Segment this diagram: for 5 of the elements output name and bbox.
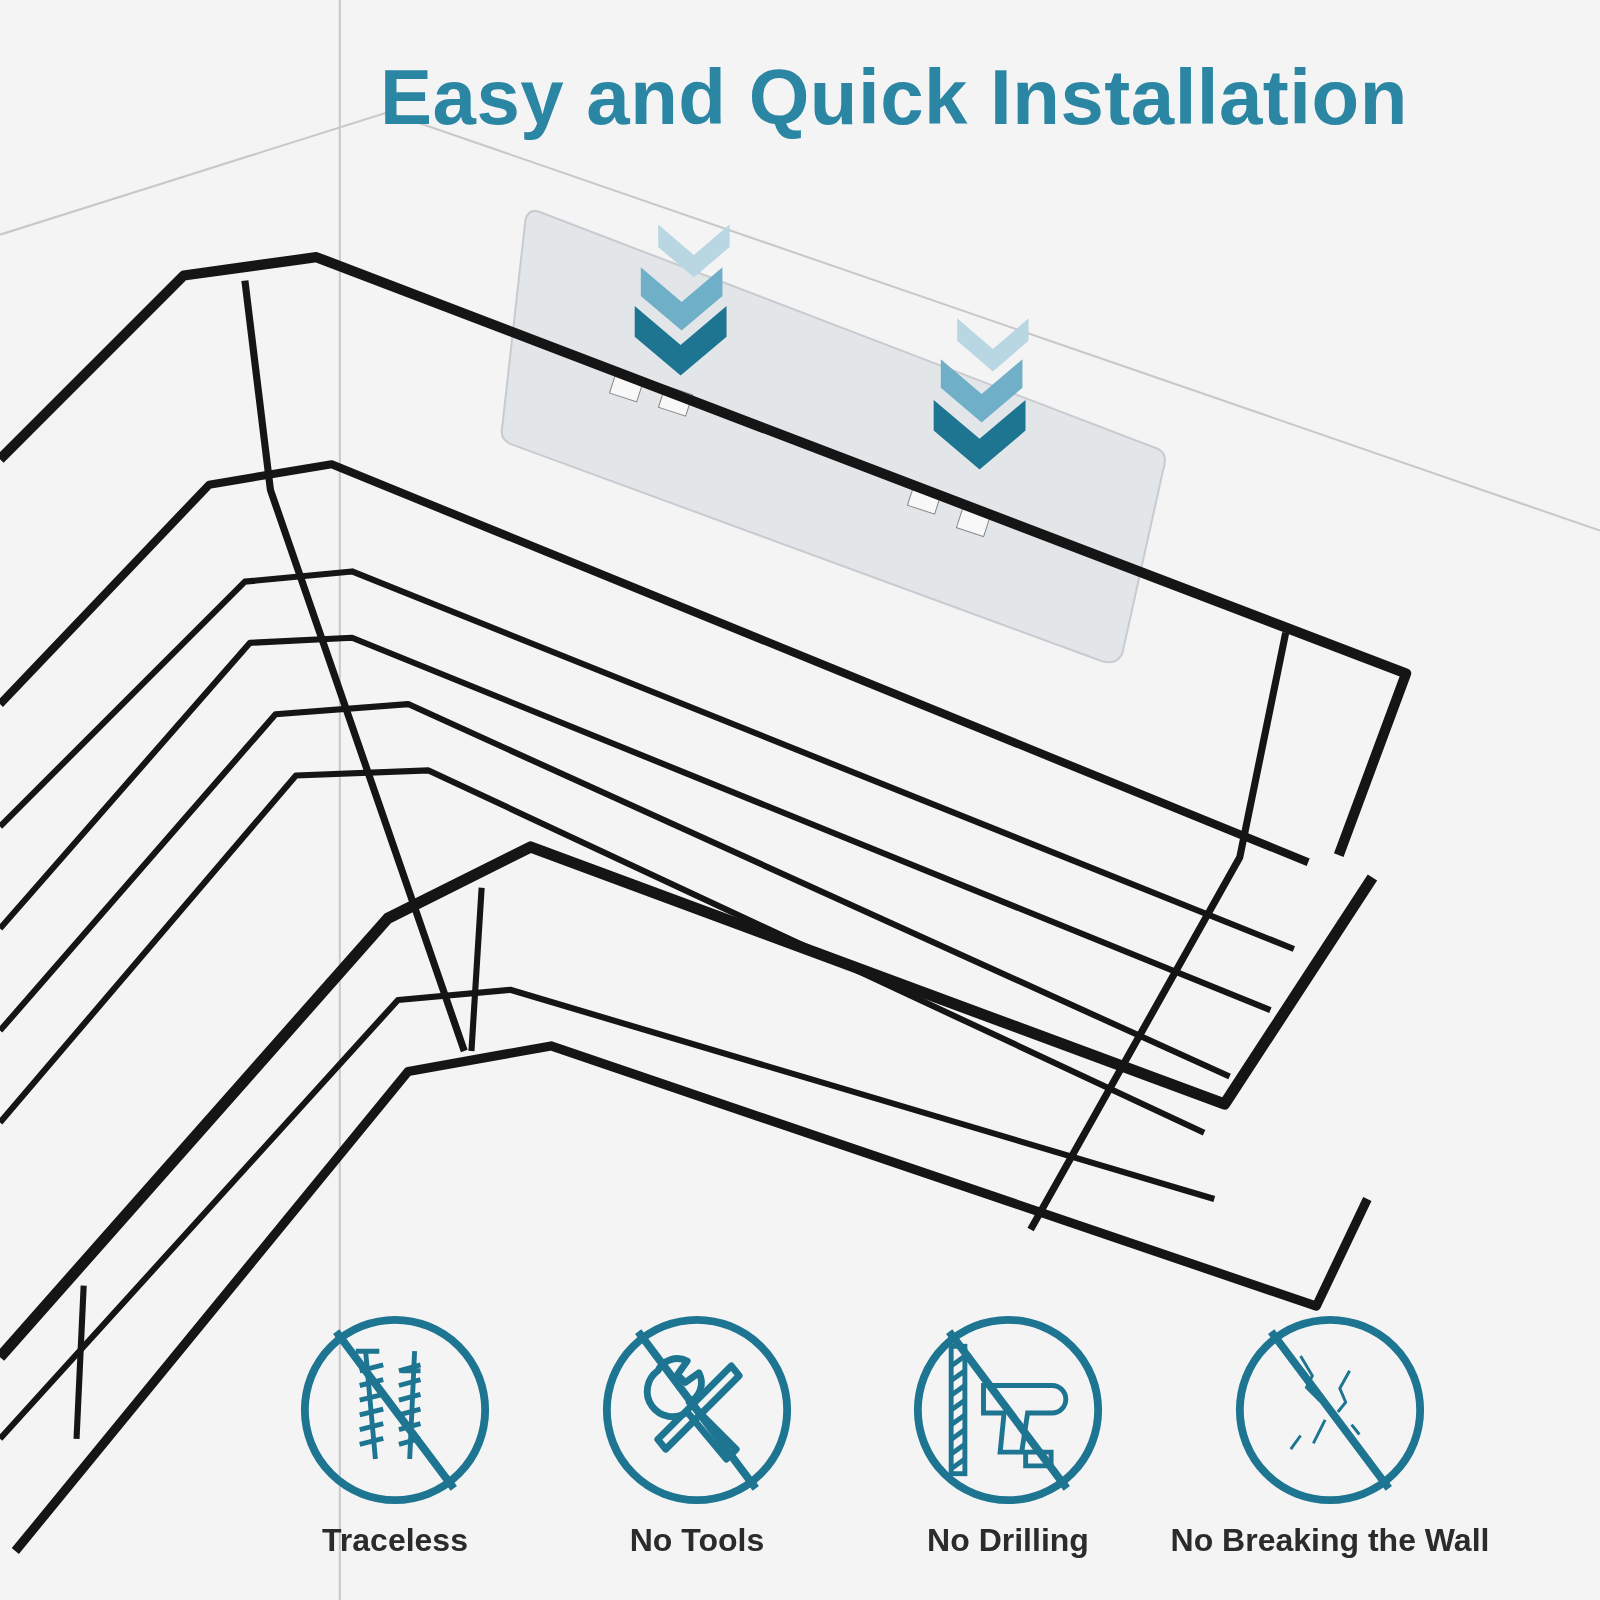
title: Easy and Quick Installation — [380, 52, 1408, 143]
feature-label: No Tools — [629, 1522, 765, 1559]
feature-label: No Drilling — [927, 1522, 1089, 1559]
feature-label: Traceless — [322, 1522, 468, 1559]
feature-label: No Breaking the Wall — [1170, 1522, 1490, 1559]
